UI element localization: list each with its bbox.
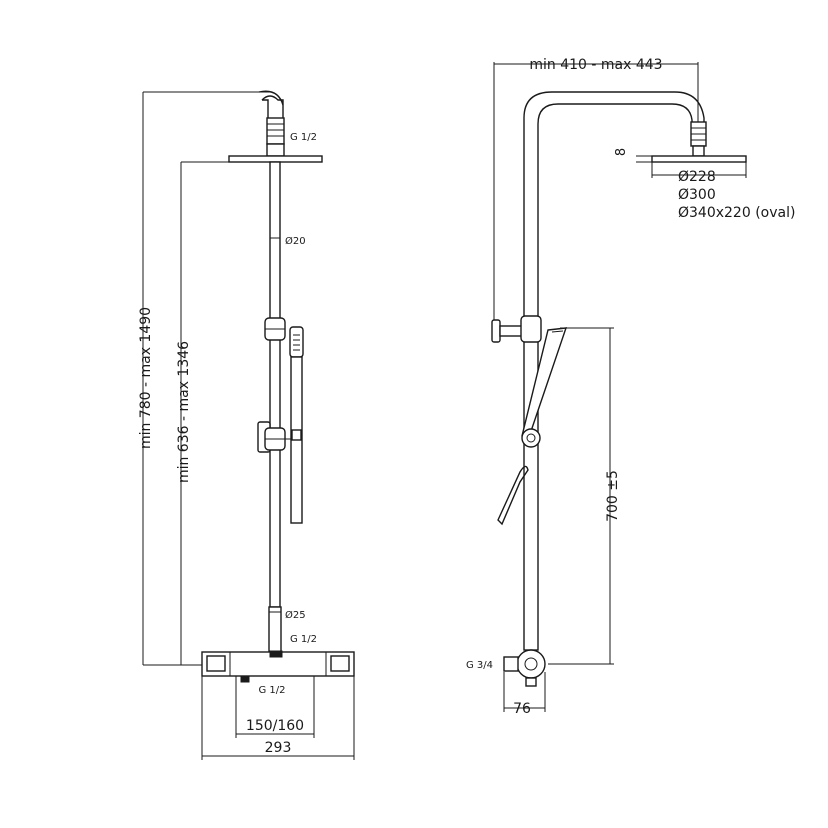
shower-head-side [651, 155, 747, 163]
side-head-joint [692, 145, 705, 157]
head-ball-joint [266, 143, 285, 157]
hand-shower-holder [291, 429, 302, 441]
label-head-diameter-3: Ø340x220 (oval) [678, 205, 795, 221]
side-arm-pipe [523, 91, 705, 318]
side-mixer-body [516, 649, 546, 679]
side-inlet-fitting [503, 656, 519, 672]
label-head-diameter-2: Ø300 [678, 187, 716, 203]
dimension-head-thickness [636, 155, 652, 163]
wall-bracket-plate [491, 319, 501, 343]
label-mixer-width: 293 [265, 740, 292, 756]
dimension-mixer-width [201, 676, 355, 760]
front-view: min 780 - max 1490 min 636 - max 1346 G … [138, 90, 355, 760]
dimension-total-height [142, 91, 272, 666]
label-holder-height: 700 ±5 [605, 470, 621, 522]
dimension-wall-offset [503, 672, 546, 712]
dimension-head-height [180, 161, 232, 665]
label-thread-mixer-top: G 1/2 [290, 634, 317, 645]
label-pipe-lower-diameter: Ø25 [285, 609, 306, 621]
label-thread-inlet: G 3/4 [466, 660, 493, 671]
label-arm-reach: min 410 - max 443 [529, 57, 662, 73]
dimension-arm-reach [493, 62, 699, 330]
mixer-handle-left [206, 655, 226, 672]
label-thread-mixer-bottom: G 1/2 [258, 685, 285, 696]
label-inlet-spacing: 150/160 [246, 718, 304, 734]
side-riser-pipe [523, 317, 539, 651]
label-thread-top: G 1/2 [290, 132, 317, 143]
label-wall-offset: 76 [513, 701, 531, 717]
shower-head-front [228, 155, 323, 163]
side-outlet-fitting [525, 677, 537, 687]
side-slider-knob [521, 428, 541, 448]
head-connector [266, 117, 285, 145]
hand-shower-head [289, 326, 304, 358]
side-view: min 410 - max 443 8 Ø228 Ø300 Ø340x220 (… [466, 57, 795, 717]
side-clamp-top [520, 315, 542, 343]
label-total-height: min 780 - max 1490 [138, 307, 154, 449]
mixer-handle-right [330, 655, 350, 672]
label-head-diameter-1: Ø228 [678, 169, 716, 185]
label-pipe-upper-diameter: Ø20 [285, 235, 306, 247]
mixer-inlet-left [240, 675, 250, 683]
riser-upper-pipe [269, 161, 281, 608]
dimension-holder-height [548, 327, 614, 665]
shower-hose [497, 465, 529, 526]
label-head-height: min 636 - max 1346 [176, 341, 192, 483]
mixer-outlet-top [269, 650, 283, 658]
thermostatic-mixer [201, 651, 355, 677]
riser-lower-pipe [268, 606, 282, 656]
label-head-thickness: 8 [614, 148, 629, 156]
dimension-inlet-spacing [235, 676, 315, 738]
